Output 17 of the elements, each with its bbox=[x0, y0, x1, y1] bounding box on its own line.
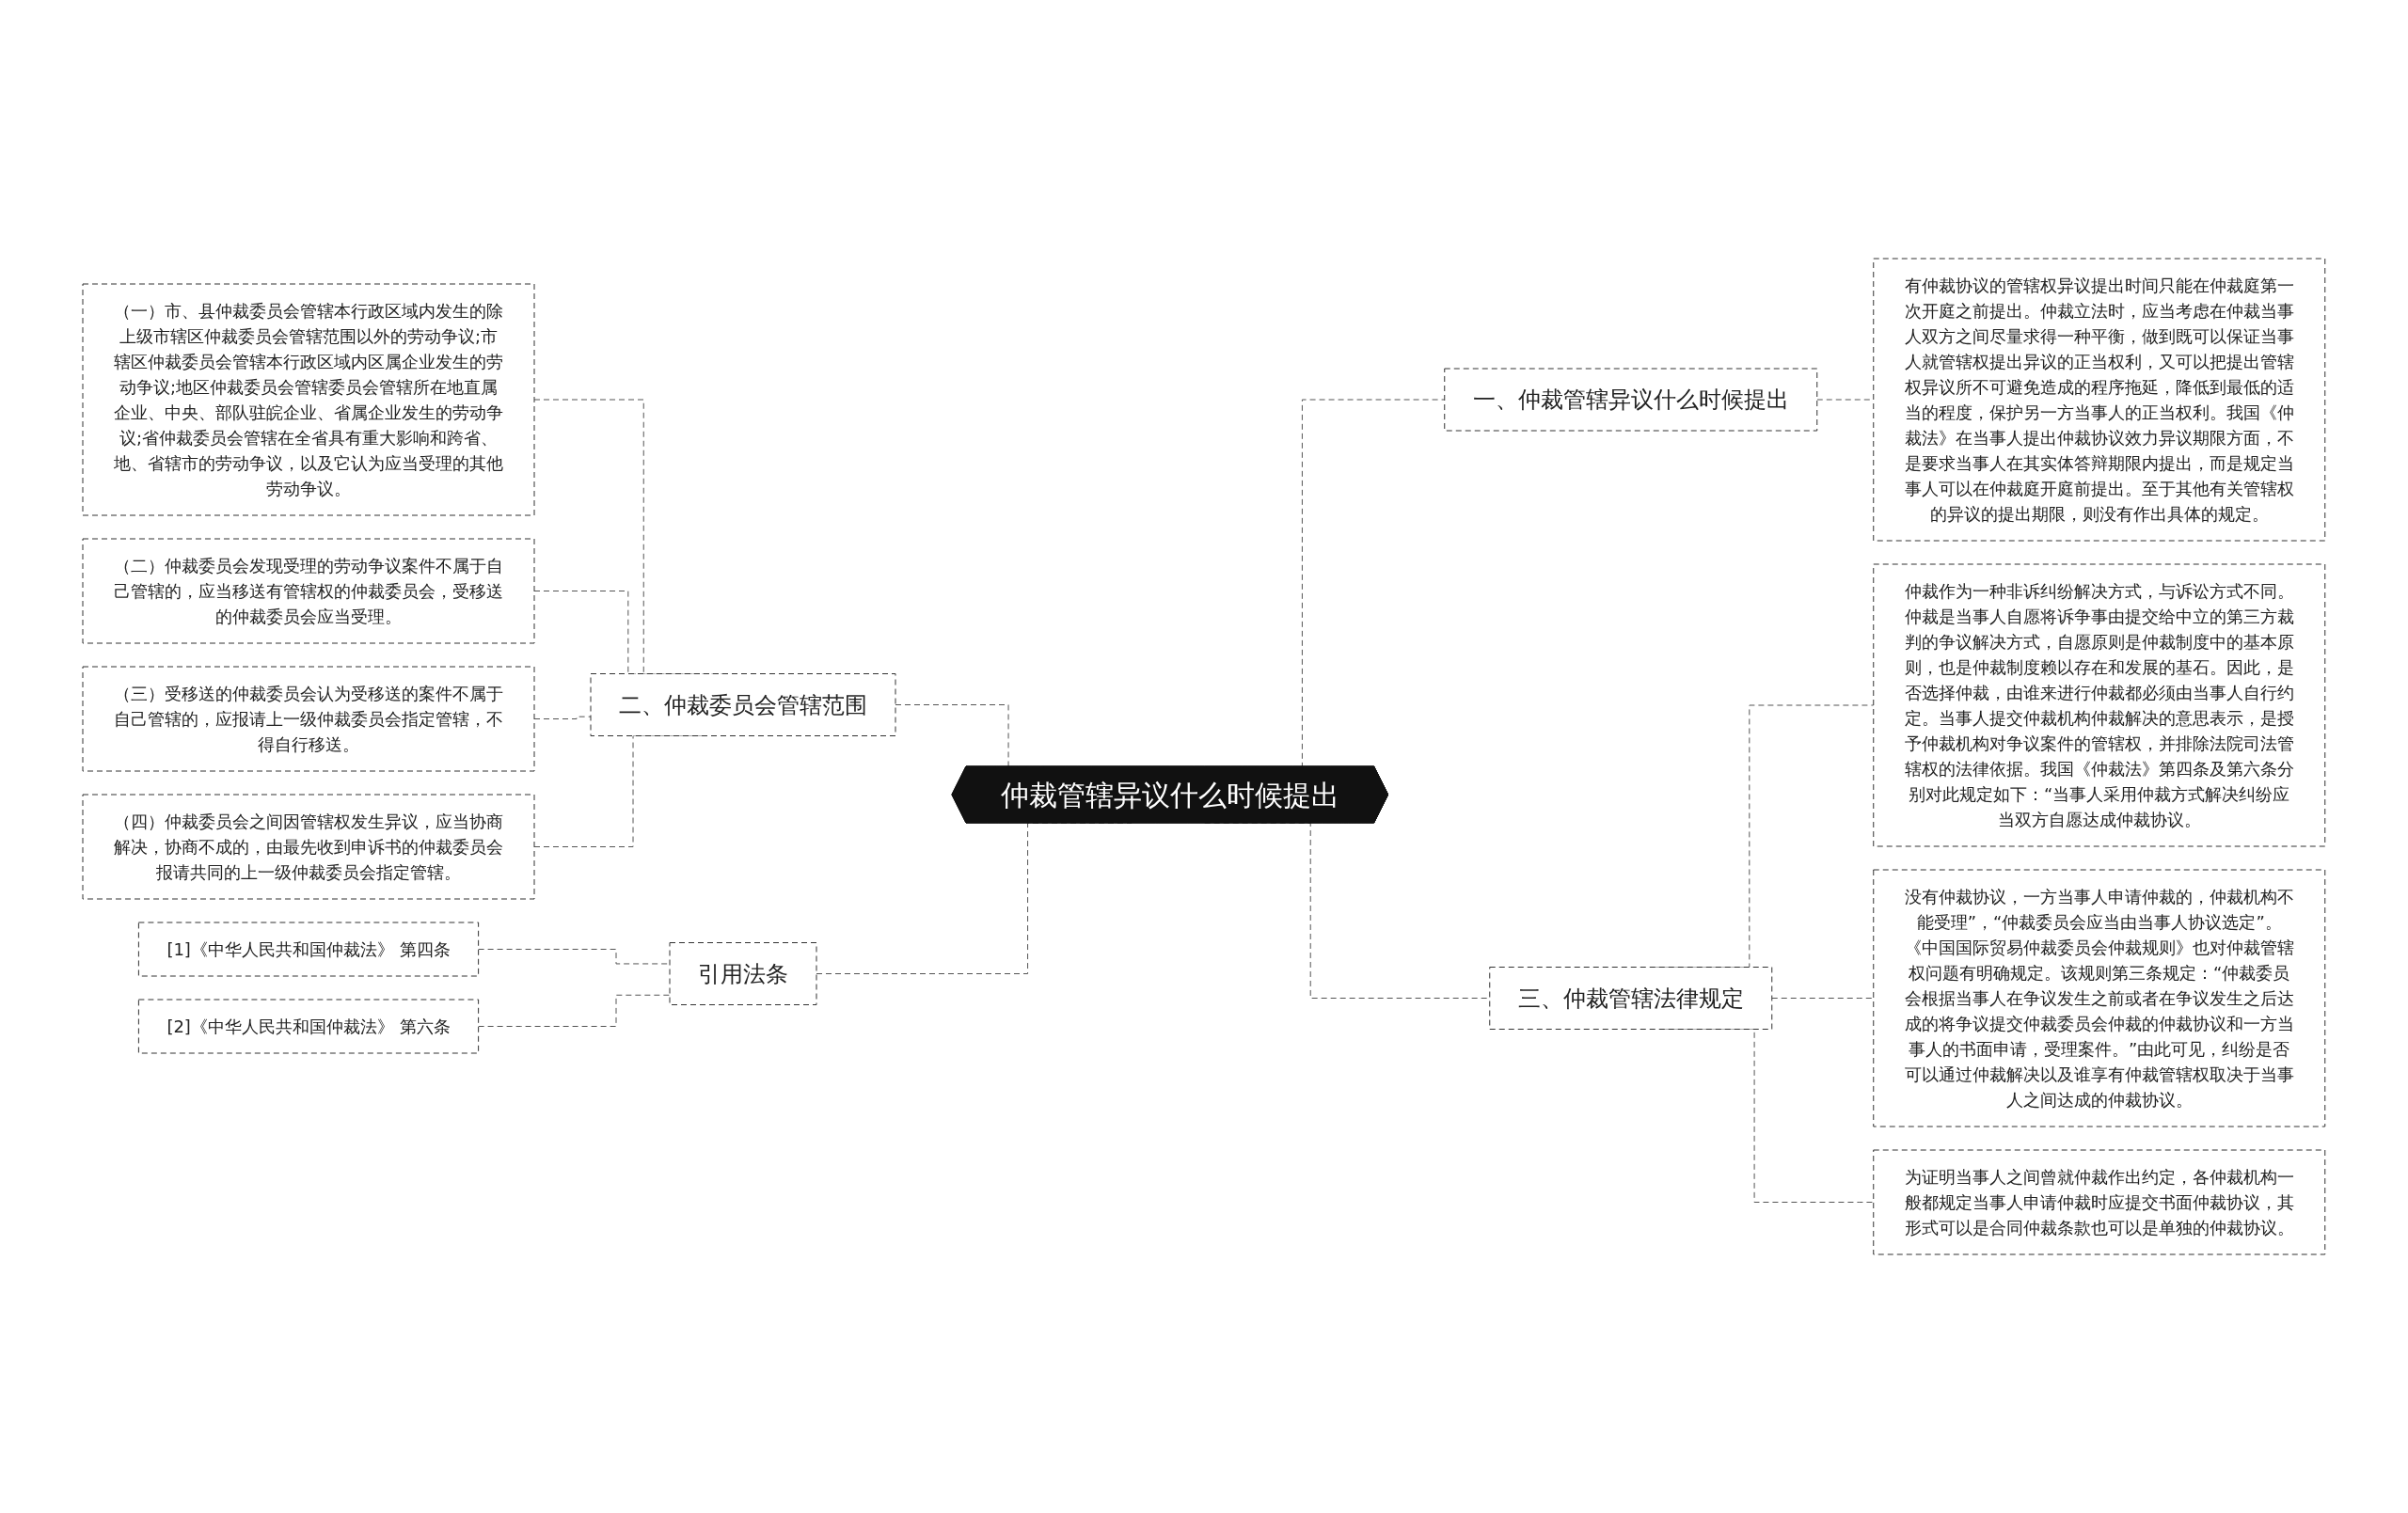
node-box: （三）受移送的仲裁委员会认为受移送的案件不属于自己管辖的，应报请上一级仲裁委员会指定管辖，不得自行移送。 bbox=[82, 666, 535, 772]
connector bbox=[1771, 998, 1875, 999]
node-box: （一）市、县仲裁委员会管辖本行政区域内发生的除上级市辖区仲裁委员会管辖范围以外的劳动争议;市辖区仲裁委员会管辖本行政区域内区属企业发生的劳动争议;地区仲裁委员会管辖委员会管辖所在地直属企业、中央、部队驻皖企业、省属企业发生的劳动争议;省仲裁委员会管辖在全省具有重大影响和跨省、地、省辖市的劳动争议，以及它认为应当受理的其他劳动争议。 bbox=[82, 283, 535, 516]
node-box: 为证明当事人之间曾就仲裁作出约定，各仲裁机构一般都规定当事人申请仲裁时应提交书面仲裁协议，其形式可以是合同仲裁条款也可以是单独的仲裁协议。 bbox=[1873, 1149, 2326, 1255]
node-box: （四）仲裁委员会之间因管辖权发生异议，应当协商解决，协商不成的，由最先收到申诉书的仲裁委员会报请共同的上一级仲裁委员会指定管辖。 bbox=[82, 794, 535, 900]
node-box: [2]《中华人民共和国仲裁法》 第六条 bbox=[138, 999, 480, 1054]
node-box: 引用法条 bbox=[669, 942, 817, 1005]
connector bbox=[533, 716, 592, 719]
node-box: 有仲裁协议的管辖权异议提出时间只能在仲裁庭第一次开庭之前提出。仲裁立法时，应当考虑在仲裁当事人双方之间尽量求得一种平衡，做到既可以保证当事人就管辖权提出异议的正当权利，又可以把提出管辖权异议所不可避免造成的程序拖延，降低到最低的适当的程度，保护另一方当事人的正当权利。我国《仲裁法》在当事人提出仲裁协议效力异议期限方面，不是要求当事人在其实体答辩期限内提出，而是规定当事人可以在仲裁庭开庭前提出。至于其他有关管辖权的异议的提出期限，则没有作出具体的规定。 bbox=[1873, 258, 2326, 542]
node-box: 没有仲裁协议，一方当事人申请仲裁的，仲裁机构不能受理”，“仲裁委员会应当由当事人协议选定”。《中国国际贸易仲裁委员会仲裁规则》也对仲裁管辖权问题有明确规定。该规则第三条规定：“仲裁委员会根据当事人在争议发生之前或者在争议发生之后达成的将争议提交仲裁委员会仲裁的仲裁协议和一方当事人的书面申请，受理案件。”由此可见，纠纷是否可以通过仲裁解决以及谁享有仲裁管辖权取决于当事人之间达成的仲裁协议。 bbox=[1873, 869, 2326, 1127]
node-box: 一、仲裁管辖异议什么时候提出 bbox=[1444, 368, 1818, 432]
node-box: （二）仲裁委员会发现受理的劳动争议案件不属于自己管辖的，应当移送有管辖权的仲裁委员会，受移送的仲裁委员会应当受理。 bbox=[82, 538, 535, 644]
node-box: 仲裁作为一种非诉纠纷解决方式，与诉讼方式不同。仲裁是当事人自愿将诉争事由提交给中立的第三方裁判的争议解决方式，自愿原则是仲裁制度中的基本原则，也是仲裁制度赖以存在和发展的基石。因此，是否选择仲裁，由谁来进行仲裁都必须由当事人自行约定。当事人提交仲裁机构仲裁解决的意思表示，是授予仲裁机构对争议案件的管辖权，并排除法院司法管辖权的法律依据。我国《仲裁法》第四条及第六条分别对此规定如下：“当事人采用仲裁方式解决纠纷应当双方自愿达成仲裁协议。 bbox=[1873, 563, 2326, 847]
connector bbox=[478, 994, 671, 1027]
node-box: 三、仲裁管辖法律规定 bbox=[1489, 967, 1773, 1030]
node-box: [1]《中华人民共和国仲裁法》 第四条 bbox=[138, 922, 480, 977]
node-box: 二、仲裁委员会管辖范围 bbox=[590, 673, 896, 736]
